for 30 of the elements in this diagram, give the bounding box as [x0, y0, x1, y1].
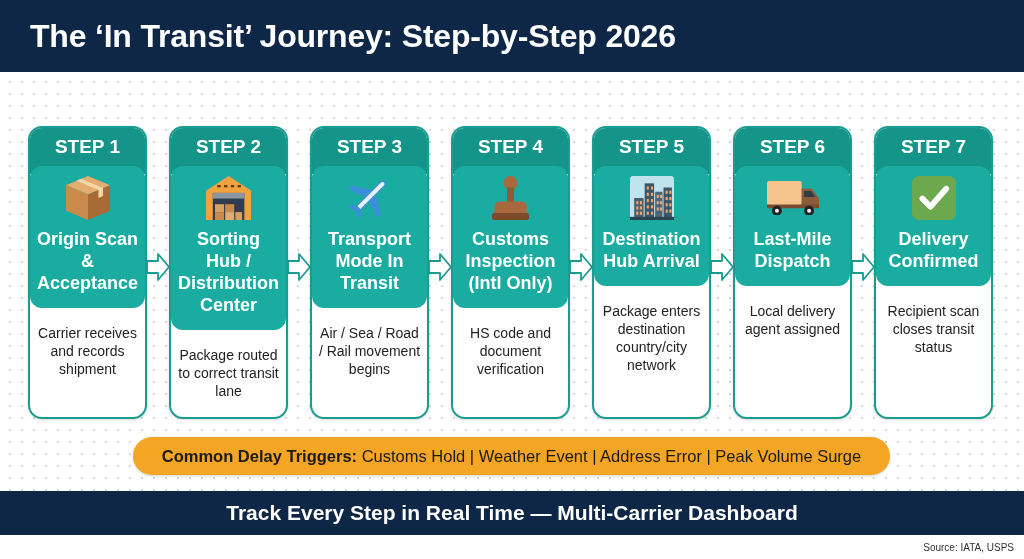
step-title: Last-Mile Dispatch: [752, 227, 833, 272]
arrow: [428, 253, 452, 281]
step-title: Origin Scan & Acceptance: [36, 228, 139, 294]
arrow: [146, 253, 170, 281]
step-card: [28, 126, 147, 419]
step-description: Package routed to correct transit lane: [177, 346, 280, 400]
arrow: [851, 253, 875, 281]
step-description: Air / Sea / Road / Rail movement begins: [317, 324, 422, 378]
step-card: [733, 126, 852, 419]
step-title: Customs Inspection (Intl Only): [464, 228, 557, 294]
arrow: [569, 253, 593, 281]
arrow: [287, 253, 311, 281]
step-card: [310, 126, 429, 419]
step-card: [592, 126, 711, 419]
step-card: [169, 126, 288, 419]
delay-triggers-banner: Common Delay Triggers: Customs Hold | Weather Event | Address Error | Peak Volume Surge: [133, 437, 890, 475]
step-card: [451, 126, 570, 419]
title: The ‘In Transit’ Journey: Step-by-Step 2026: [30, 17, 676, 55]
arrow: [710, 253, 734, 281]
step-card: [874, 126, 993, 419]
step-title: Transport Mode In Transit: [327, 228, 412, 294]
step-description: HS code and document verification: [469, 324, 552, 378]
step-description: Recipient scan closes transit status: [886, 302, 981, 356]
step-description: Package enters destination country/city network: [601, 302, 702, 374]
step-description: Local delivery agent assigned: [744, 301, 841, 338]
step-title: Delivery Confirmed: [887, 228, 980, 272]
step-description: Carrier receives and records shipment: [37, 324, 138, 378]
step-title: Destination Hub Arrival: [601, 228, 702, 272]
step-title: Sorting Hub / Distribution Center: [177, 228, 280, 316]
footer-banner: Track Every Step in Real Time — Multi-Carrier Dashboard: [0, 491, 1024, 535]
